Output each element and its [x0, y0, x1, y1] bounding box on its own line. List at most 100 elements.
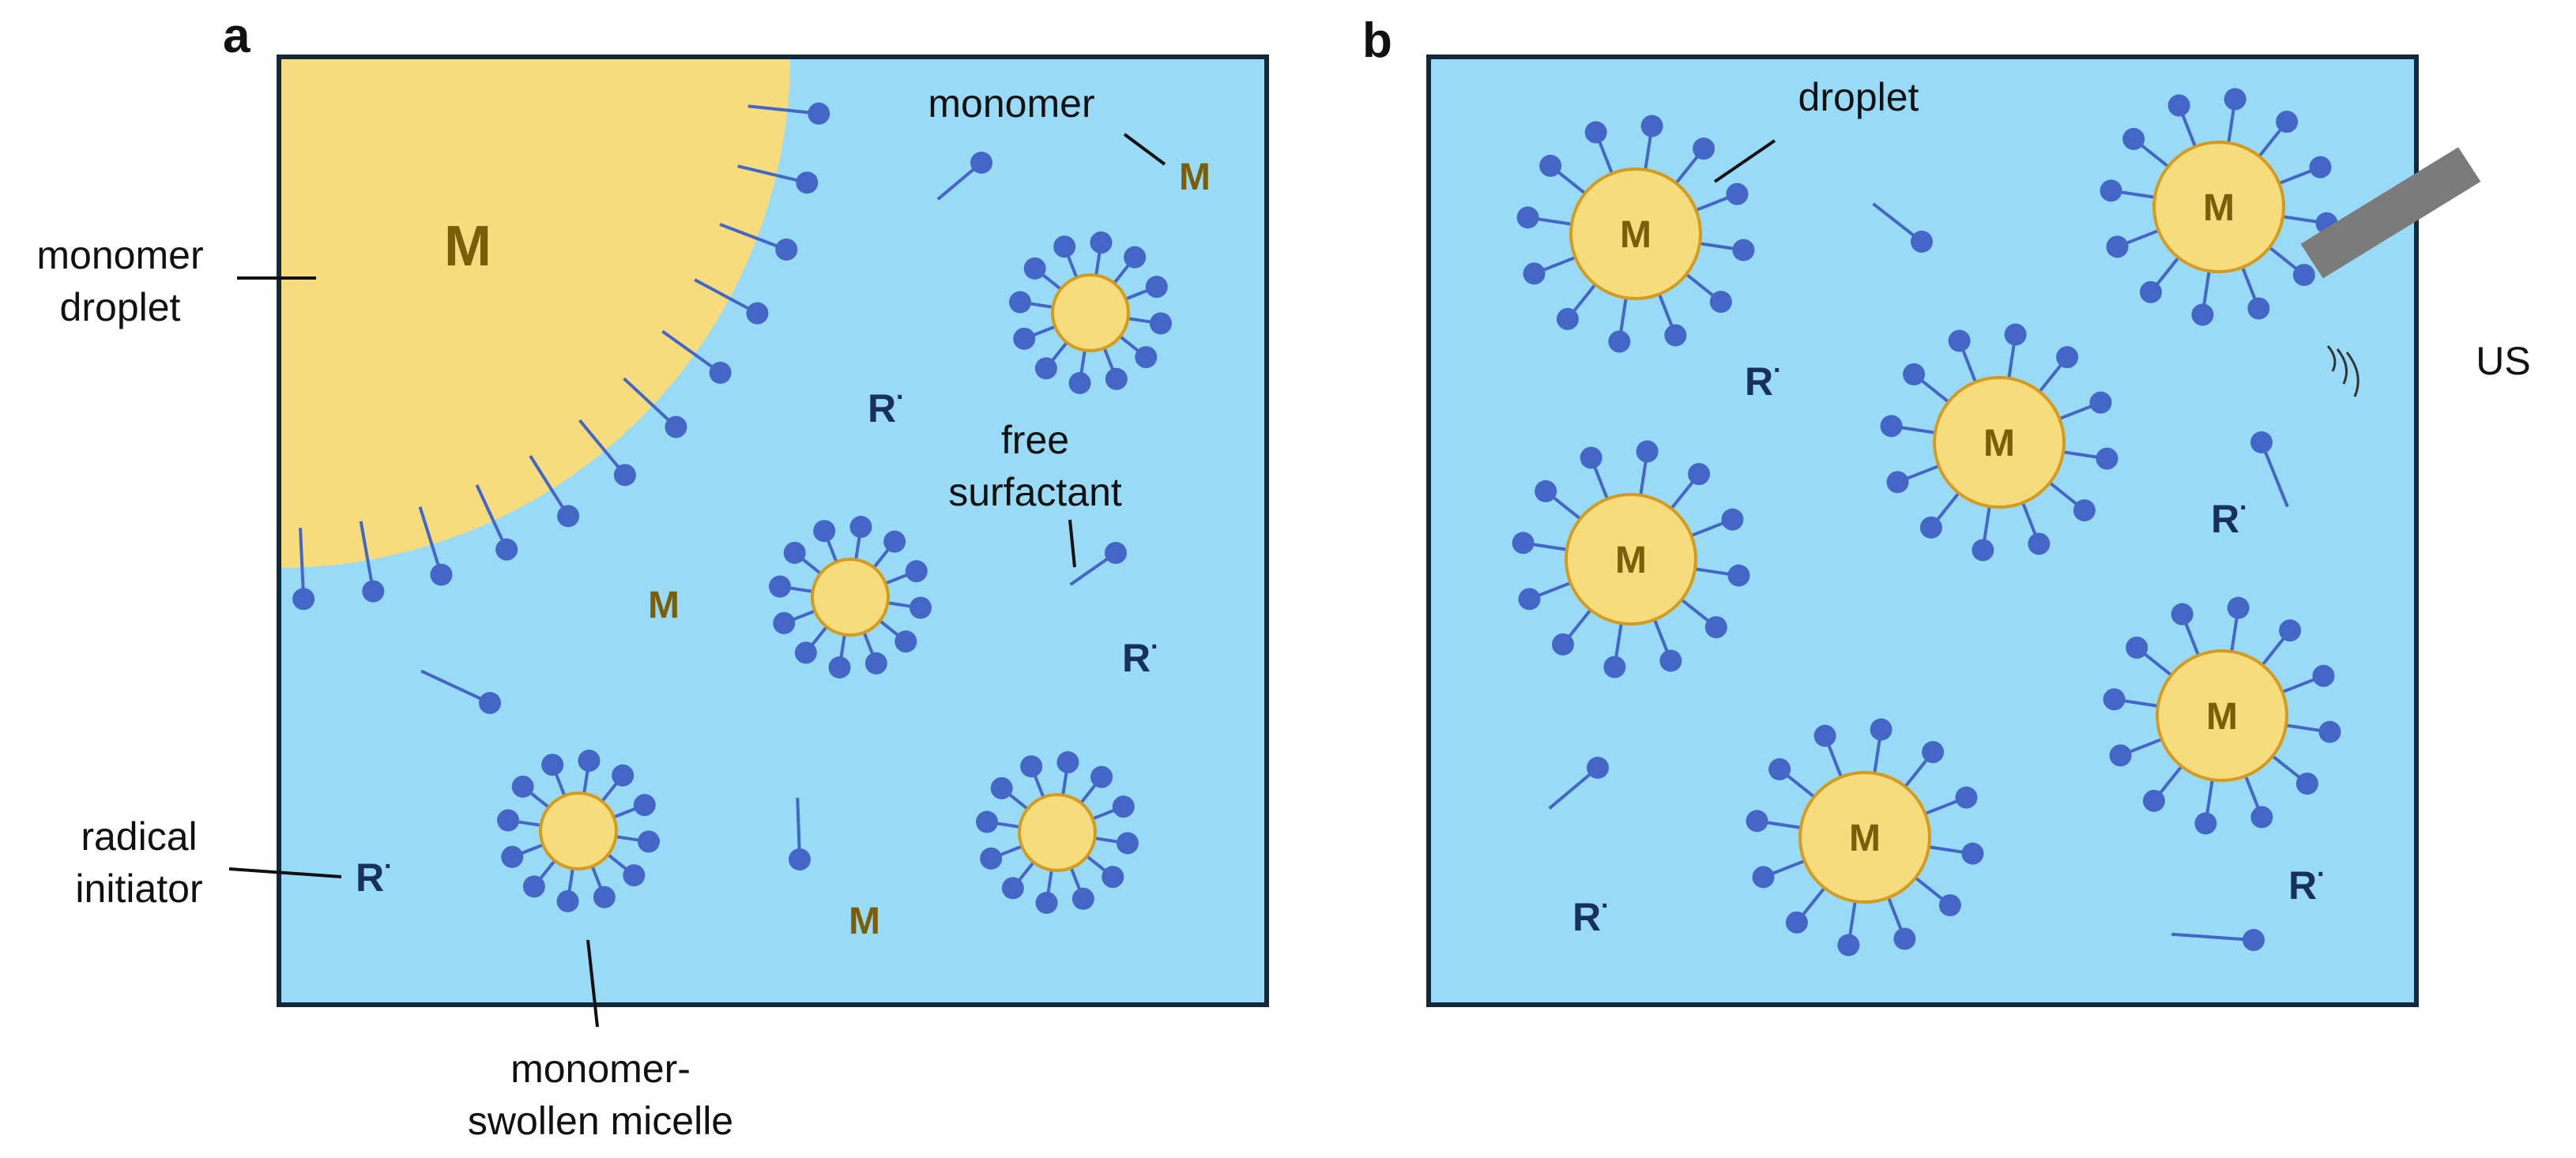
surfactant-head — [2250, 806, 2273, 829]
surfactant-head — [1948, 329, 1971, 352]
surfactant-molecule — [1872, 202, 1933, 253]
label-micelle-line2: swollen micelle — [468, 1099, 733, 1143]
surfactant-head — [1551, 633, 1574, 656]
radical: R · — [868, 382, 905, 430]
surfactant-head — [1837, 934, 1860, 957]
droplet-symbol: M — [1615, 540, 1647, 581]
surfactant-head — [1535, 479, 1557, 502]
surfactant-molecule — [623, 377, 687, 438]
surfactant-tail — [359, 521, 375, 592]
micelle-core — [1565, 493, 1697, 626]
surfactant-head — [2103, 688, 2126, 711]
surfactant-molecule — [1837, 900, 1860, 957]
surfactant-molecule — [2191, 270, 2214, 326]
label-free-surfactant-line1: free — [1001, 418, 1069, 462]
radical-symbol: R — [1745, 359, 1773, 404]
surfactant-head — [1636, 440, 1659, 463]
surfactant-molecule — [1887, 897, 1916, 950]
surfactant-molecule — [2224, 88, 2246, 144]
droplet-surfactant-layer — [292, 102, 830, 611]
surfactant-molecule — [2171, 603, 2200, 656]
surfactant-molecule — [1034, 341, 1068, 380]
surfactant-head — [2167, 94, 2190, 117]
surfactant-head — [1518, 588, 1541, 611]
surfactant-head — [1584, 121, 1607, 144]
surfactant-head — [1603, 656, 1626, 679]
surfactant-head — [1768, 758, 1791, 780]
radical-symbol: R — [2288, 863, 2317, 908]
surfactant-molecule — [2250, 431, 2289, 508]
probe-body — [2300, 147, 2481, 279]
surfactant-molecule — [1653, 618, 1682, 672]
surfactant-tail — [2260, 442, 2289, 508]
surfactant-head — [557, 505, 580, 528]
leader-radical-initiator — [228, 867, 342, 878]
surfactant-molecule — [1768, 758, 1816, 799]
radical-dot: · — [1773, 355, 1782, 385]
surfactant-head — [1727, 564, 1750, 587]
surfactant-head — [2106, 235, 2129, 258]
surfactant-molecule — [1928, 842, 1984, 865]
monomer-droplet — [279, 57, 790, 568]
surfactant-head — [1523, 262, 1546, 285]
surfactant-tail — [737, 164, 808, 185]
radical: R · — [2288, 859, 2326, 908]
surfactant-molecule — [1903, 363, 1950, 404]
surfactant-molecule — [1580, 446, 1609, 500]
surfactant-head — [769, 575, 792, 598]
monomer-droplet-body — [279, 57, 790, 568]
surfactant-head — [783, 541, 806, 564]
micelle: M — [1880, 323, 2118, 562]
surfactant-head — [1020, 755, 1043, 778]
surfactant-molecule — [529, 455, 580, 528]
radical: R · — [2211, 493, 2248, 541]
surfactant-head — [497, 809, 520, 832]
surfactant-head — [637, 830, 660, 853]
panel-a: M M M M R · R · R · monomer droplet mono… — [36, 55, 1269, 1143]
surfactant-molecule — [2048, 481, 2096, 522]
surfactant-head — [362, 580, 385, 603]
surfactant-molecule — [1640, 115, 1663, 171]
surfactant-head — [1068, 371, 1091, 394]
surfactant-molecule — [1523, 256, 1576, 285]
surfactant-molecule — [2241, 266, 2270, 320]
surfactant-molecule — [2062, 447, 2118, 470]
micelle-core — [1933, 376, 2066, 509]
surfactant-head — [1893, 927, 1916, 950]
surfactant-molecule — [1539, 154, 1587, 195]
surfactant-molecule — [1102, 347, 1128, 390]
surfactant-head — [2056, 346, 2079, 369]
surfactant-head — [1785, 911, 1808, 934]
surfactant-head — [1880, 415, 1903, 438]
surfactant-head — [1886, 471, 1909, 494]
panel-a-border — [277, 55, 1269, 1007]
surfactant-head — [2126, 636, 2149, 659]
surfactant-molecule — [2271, 754, 2318, 795]
surfactant-molecule — [292, 528, 315, 611]
surfactant-molecule — [1919, 491, 1960, 539]
surfactant-head — [1112, 795, 1135, 818]
surfactant-head — [1124, 246, 1147, 269]
surfactant-molecule — [2126, 636, 2173, 677]
surfactant-head — [2227, 596, 2250, 619]
surfactant-head — [864, 652, 887, 675]
surfactant-head — [1870, 718, 1892, 741]
droplet-symbol: M — [2203, 187, 2235, 229]
surfactant-head — [1056, 751, 1079, 774]
surfactant-head — [1556, 307, 1579, 330]
surfactant-head — [1732, 239, 1755, 261]
surfactant-head — [1539, 154, 1562, 177]
surfactant-head — [1746, 810, 1768, 833]
radical-symbol: R — [356, 855, 384, 900]
surfactant-molecule — [590, 865, 616, 908]
micelle-core — [539, 791, 618, 870]
surfactant-molecule — [1880, 415, 1936, 438]
radical-dot: · — [2239, 493, 2248, 523]
surfactant-molecule — [578, 750, 601, 794]
surfactant-tail — [2171, 932, 2254, 942]
surfactant-head — [2109, 744, 2132, 767]
surfactant-head — [1023, 257, 1046, 280]
surfactant-head — [2295, 773, 2318, 795]
